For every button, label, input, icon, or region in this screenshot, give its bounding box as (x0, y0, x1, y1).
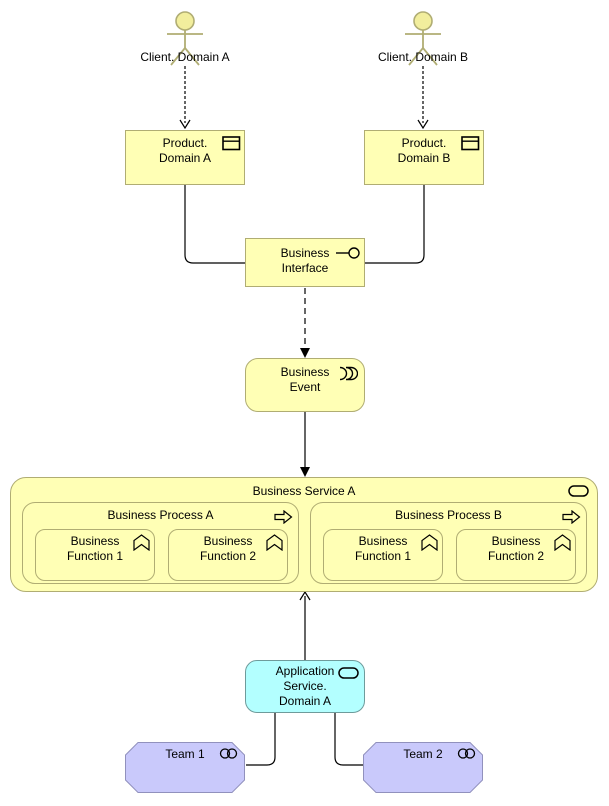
node-team-1[interactable]: Team 1 (125, 742, 245, 793)
business-process-a-title: Business Process A (107, 508, 214, 522)
node-product-domain-a[interactable]: Product. Domain A (125, 130, 245, 185)
actor-client-domain-a[interactable] (160, 8, 210, 68)
function-chevron-icon (266, 534, 283, 551)
connector-productA-interface[interactable] (184, 185, 245, 264)
node-business-process-a[interactable]: Business Process A Business Function 1 B… (22, 502, 299, 584)
arrowhead-open-productA (179, 119, 191, 130)
process-arrow-icon (562, 510, 581, 524)
product-icon (461, 136, 480, 151)
node-business-process-b[interactable]: Business Process B Business Function 1 B… (310, 502, 587, 584)
actor-client-domain-b[interactable] (398, 8, 448, 68)
node-product-domain-b[interactable]: Product. Domain B (364, 130, 484, 185)
service-stadium-icon (338, 667, 359, 679)
node-business-function-1[interactable]: Business Function 1 (323, 529, 443, 581)
business-process-b-title: Business Process B (395, 508, 502, 522)
product-icon (222, 136, 241, 151)
business-event-label: Business Event (280, 365, 330, 394)
actor-head-icon (413, 11, 433, 31)
team-2-label: Team 2 (403, 747, 443, 761)
connector-appservice-team1[interactable] (246, 713, 276, 766)
function-chevron-icon (421, 534, 438, 551)
connector-appservice-team2[interactable] (334, 713, 363, 766)
arrowhead-filled-event (300, 348, 310, 358)
node-team-2[interactable]: Team 2 (363, 742, 483, 793)
business-function-label: Business Function 2 (199, 534, 257, 563)
arrowhead-open-service (299, 590, 311, 601)
actor-client-domain-a-label: Client. Domain A (140, 50, 230, 64)
collaboration-circles-icon (457, 748, 476, 759)
business-interface-label: Business Interface (280, 246, 330, 275)
business-function-label: Business Function 2 (487, 534, 545, 563)
team-1-label: Team 1 (165, 747, 205, 761)
function-chevron-icon (133, 534, 150, 551)
process-arrow-icon (274, 510, 293, 524)
business-service-a-title: Business Service A (252, 484, 356, 498)
node-business-function-2[interactable]: Business Function 2 (456, 529, 576, 581)
node-business-function-1[interactable]: Business Function 1 (35, 529, 155, 581)
business-function-label: Business Function 1 (354, 534, 412, 563)
arrowhead-filled-service (300, 467, 310, 477)
application-service-label: Application Service. Domain A (275, 664, 335, 708)
collaboration-circles-icon (219, 748, 238, 759)
node-business-event[interactable]: Business Event (245, 358, 365, 412)
connector-productB-interface[interactable] (365, 185, 425, 264)
node-business-function-2[interactable]: Business Function 2 (168, 529, 288, 581)
business-function-label: Business Function 1 (66, 534, 124, 563)
node-application-service-domain-a[interactable]: Application Service. Domain A (245, 660, 365, 713)
actor-client-domain-b-label: Client. Domain B (377, 50, 469, 64)
team-octagon-shape (125, 742, 245, 793)
product-domain-a-label: Product. Domain A (158, 136, 212, 165)
team-octagon-shape (363, 742, 483, 793)
actor-head-icon (175, 11, 195, 31)
arrowhead-open-productB (417, 119, 429, 130)
event-icon (339, 366, 358, 381)
product-domain-b-label: Product. Domain B (397, 136, 451, 165)
service-stadium-icon (568, 485, 589, 497)
node-business-service-a[interactable]: Business Service A Business Process A Bu… (10, 477, 598, 592)
interface-lollipop-icon (336, 247, 360, 259)
function-chevron-icon (554, 534, 571, 551)
node-business-interface[interactable]: Business Interface (245, 238, 365, 287)
